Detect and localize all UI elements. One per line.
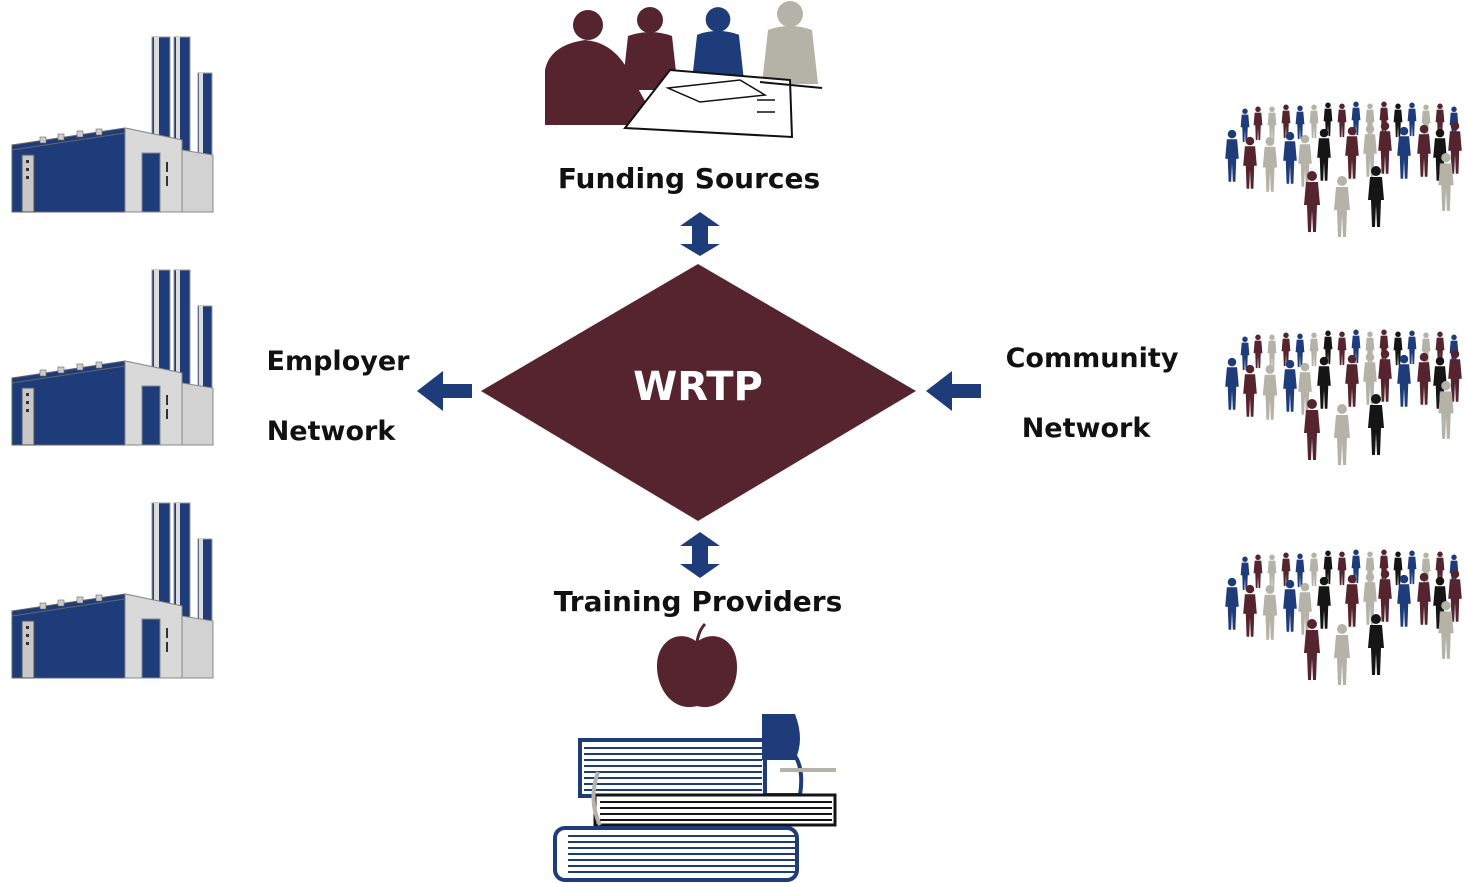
wrtp-diamond [481, 264, 916, 521]
community-network-label-line1: Community [1006, 343, 1179, 374]
employer-network-label-line1: Employer [267, 346, 411, 377]
factory-icon [11, 502, 214, 679]
left-arrow-icon [417, 371, 472, 411]
employer-network-label-line2: Network [267, 416, 397, 447]
crowd-icon [1225, 102, 1462, 237]
crowd-icon [1225, 330, 1462, 465]
factory-icon [11, 269, 214, 446]
training-providers-label: Training Providers [554, 585, 843, 618]
funding-sources-label: Funding Sources [558, 162, 820, 195]
double-arrow-icon [680, 212, 720, 256]
apple-icon [656, 622, 738, 708]
double-arrow-icon [680, 532, 720, 578]
wrtp-label: WRTP [633, 364, 763, 410]
factory-icon [11, 36, 214, 213]
left-arrow-icon [926, 371, 981, 411]
crowd-icon [1225, 550, 1462, 685]
community-network-label-line2: Network [1022, 413, 1152, 444]
business-meeting-icon [545, 1, 823, 139]
books-icon [553, 714, 837, 882]
